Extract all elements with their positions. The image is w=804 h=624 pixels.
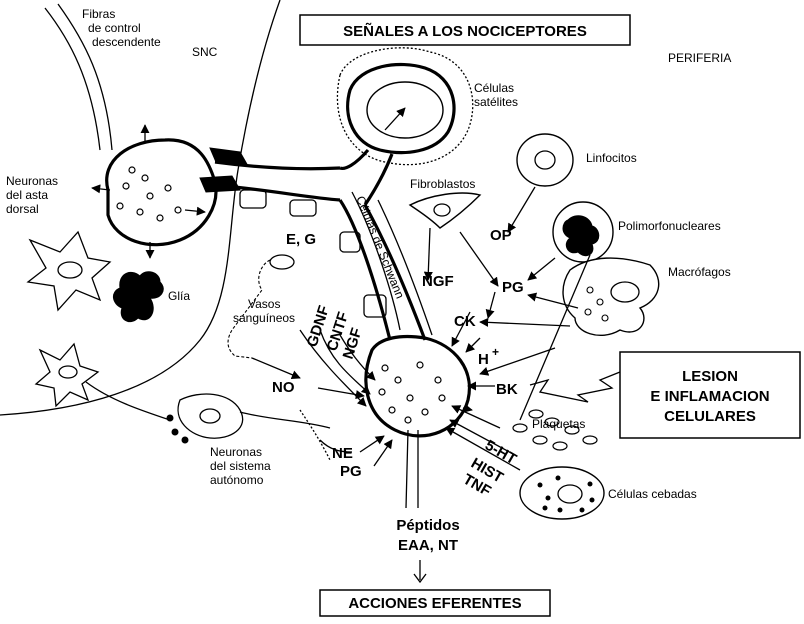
label-fibras-2: de control	[88, 21, 141, 35]
label-autonomo-3: autónomo	[210, 473, 264, 487]
label-fibras-1: Fibras	[82, 7, 115, 21]
label-macrofagos: Macrófagos	[668, 265, 731, 279]
signal-h-sup: +	[492, 345, 499, 359]
signal-ck: CK	[454, 313, 476, 330]
lesion-line-3: CELULARES	[664, 408, 756, 425]
lesion-line-1: LESION	[682, 368, 738, 385]
fibroblast-cell	[410, 193, 480, 228]
signal-h: H	[478, 351, 489, 368]
title-top: SEÑALES A LOS NOCICEPTORES	[343, 22, 587, 40]
signal-peptidos: Péptidos	[396, 517, 459, 534]
glia-box-1	[240, 190, 266, 208]
signal-op: OP	[490, 227, 512, 244]
lower-left-neuron	[36, 344, 98, 406]
signal-ngf-right: NGF	[422, 273, 454, 290]
label-celulas-cebadas: Células cebadas	[608, 487, 697, 501]
signal-pg-right: PG	[502, 279, 524, 296]
label-neuronas-asta-2: del asta	[6, 188, 48, 202]
lymphocyte-cell	[517, 134, 573, 186]
signal-no: NO	[272, 379, 295, 396]
label-periferia: PERIFERIA	[668, 51, 731, 65]
signal-eaa: EAA, NT	[398, 537, 458, 554]
label-satelites-2: satélites	[474, 95, 518, 109]
glia-box-2	[290, 200, 316, 216]
dorsal-horn-neuron	[92, 125, 216, 258]
macrophage-cell	[563, 258, 659, 335]
label-glia: Glía	[168, 289, 190, 303]
label-fibroblastos: Fibroblastos	[410, 177, 475, 191]
label-polimorfonucleares: Polimorfonucleares	[618, 219, 721, 233]
label-vasos-1: Vasos	[248, 297, 280, 311]
efferent-arrow	[414, 560, 426, 582]
lesion-line-2: E INFLAMACION	[650, 388, 769, 405]
signal-pg-left: PG	[340, 463, 362, 480]
lesion-bolt	[530, 372, 620, 402]
label-autonomo-1: Neuronas	[210, 445, 262, 459]
label-neuronas-asta-1: Neuronas	[6, 174, 58, 188]
signal-bk: BK	[496, 381, 518, 398]
snc-boundary	[0, 0, 280, 415]
mast-cell	[520, 467, 604, 519]
label-vasos-2: sanguíneos	[233, 311, 295, 325]
nociceptor-terminal	[366, 337, 472, 509]
polymorphonuclear-cell	[553, 202, 613, 262]
label-autonomo-2: del sistema	[210, 459, 271, 473]
signal-ne: NE	[332, 445, 353, 462]
signal-eg: E, G	[286, 231, 316, 248]
dorsal-horn-neuron-left	[28, 232, 110, 310]
title-bottom: ACCIONES EFERENTES	[348, 595, 521, 612]
label-snc: SNC	[192, 45, 218, 59]
label-plaquetas: Plaquetas	[532, 417, 585, 431]
label-neuronas-asta-3: dorsal	[6, 202, 39, 216]
glia-cell	[113, 272, 163, 322]
label-linfocitos: Linfocitos	[586, 151, 637, 165]
label-fibras-3: descendente	[92, 35, 161, 49]
label-satelites-1: Células	[474, 81, 514, 95]
